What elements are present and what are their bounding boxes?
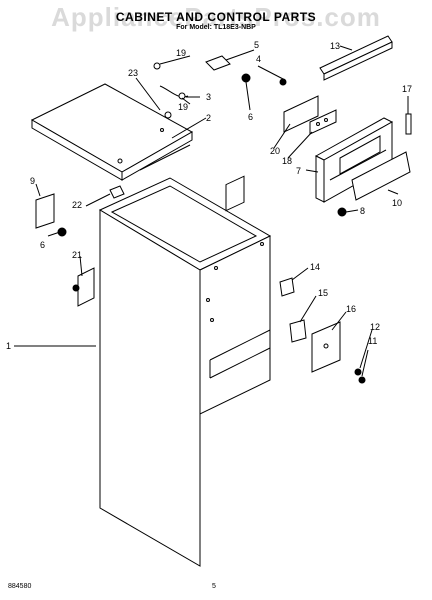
callout-13: 13 — [330, 41, 340, 51]
part-cabinet — [98, 175, 272, 567]
part-console-overlay — [351, 151, 411, 201]
part-screw-6-top — [241, 73, 251, 83]
callout-5: 5 — [254, 40, 259, 50]
callout-1: 1 — [6, 341, 11, 351]
callout-19-lower: 19 — [178, 102, 188, 112]
callout-6: 6 — [248, 112, 253, 122]
part-lid-switch — [279, 277, 295, 297]
diagram-title: CABINET AND CONTROL PARTS — [115, 10, 317, 24]
part-hinge — [153, 62, 189, 119]
callout-6-left: 6 — [40, 240, 45, 250]
part-bracket — [283, 95, 337, 135]
callout-2: 2 — [206, 113, 211, 123]
part-screw-11 — [358, 376, 366, 384]
callout-8: 8 — [360, 206, 365, 216]
part-screw-8 — [337, 207, 347, 217]
callout-17: 17 — [402, 84, 412, 94]
callout-7: 7 — [296, 166, 301, 176]
part-trim-strip — [319, 35, 393, 81]
callout-20: 20 — [270, 146, 280, 156]
callout-11: 11 — [368, 336, 377, 346]
callout-22: 22 — [72, 200, 82, 210]
callout-15: 15 — [318, 288, 328, 298]
part-screw-6-left — [57, 227, 67, 237]
callout-23: 23 — [128, 68, 138, 78]
document-number: 884580 — [8, 583, 32, 590]
page-number: 5 — [212, 583, 216, 590]
part-end-cap — [405, 113, 412, 135]
part-lid — [30, 83, 194, 181]
callout-10: 10 — [392, 198, 402, 208]
part-lower-bracket — [77, 267, 95, 307]
callout-12: 12 — [370, 322, 380, 332]
part-left-bracket — [35, 193, 55, 229]
part-bumper — [109, 185, 125, 199]
part-relay — [289, 319, 307, 343]
part-terminal-plate — [311, 321, 341, 373]
callout-21: 21 — [72, 250, 82, 260]
callout-18: 18 — [282, 156, 292, 166]
diagram-subtitle: For Model: TL18E3-NBP — [176, 24, 256, 31]
part-switch — [205, 55, 231, 71]
callout-16: 16 — [346, 304, 356, 314]
callout-3: 3 — [206, 92, 211, 102]
part-screw-12 — [354, 368, 362, 376]
watermark: AppliancePartsPros.com — [51, 2, 381, 32]
callout-19: 19 — [176, 48, 186, 58]
callout-9: 9 — [30, 176, 35, 186]
callout-4: 4 — [256, 54, 261, 64]
callout-14: 14 — [310, 262, 320, 272]
part-screw-4 — [279, 78, 287, 86]
